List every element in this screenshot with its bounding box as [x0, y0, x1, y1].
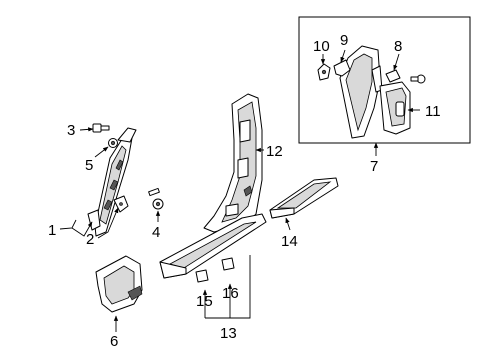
callout-3: 3: [67, 122, 75, 139]
center-pillar-trim: [203, 93, 263, 233]
seat-belt-cover: [379, 81, 411, 135]
leader-9: [340, 49, 346, 63]
clip-part-8: [385, 69, 401, 83]
callout-8: 8: [394, 38, 402, 55]
callout-5: 5: [85, 157, 93, 174]
callout-2: 2: [86, 231, 94, 248]
rear-scuff-plate: [269, 177, 339, 219]
leader-2: [97, 207, 119, 239]
callout-11: 11: [425, 103, 441, 120]
leader-14: [285, 217, 291, 231]
callout-9: 9: [340, 32, 348, 49]
callout-4: 4: [152, 224, 160, 241]
bolt-part-3: [92, 123, 110, 133]
callout-13: 13: [220, 325, 237, 342]
clip-part-16: [221, 257, 235, 271]
leader-5: [94, 146, 109, 158]
callout-16: 16: [222, 285, 239, 302]
front-pillar-trim: [87, 127, 137, 237]
callout-7: 7: [370, 158, 378, 175]
leader-13: [205, 255, 251, 319]
kick-panel: [95, 255, 143, 313]
callout-12: 12: [266, 143, 283, 160]
callout-1: 1: [48, 222, 56, 239]
callout-14: 14: [281, 233, 298, 250]
screw-part-inset: [410, 74, 426, 84]
front-scuff-plate: [159, 213, 267, 279]
clip-part-15: [195, 269, 209, 283]
callout-6: 6: [110, 333, 118, 350]
callout-10: 10: [313, 38, 330, 55]
leader-1: [59, 220, 92, 237]
nut-part-10: [317, 63, 331, 81]
nut-part-5: [108, 138, 118, 148]
leader-8: [393, 53, 400, 71]
leader-3: [79, 127, 94, 132]
callout-15: 15: [196, 293, 213, 310]
screw-part-4: [148, 187, 164, 210]
